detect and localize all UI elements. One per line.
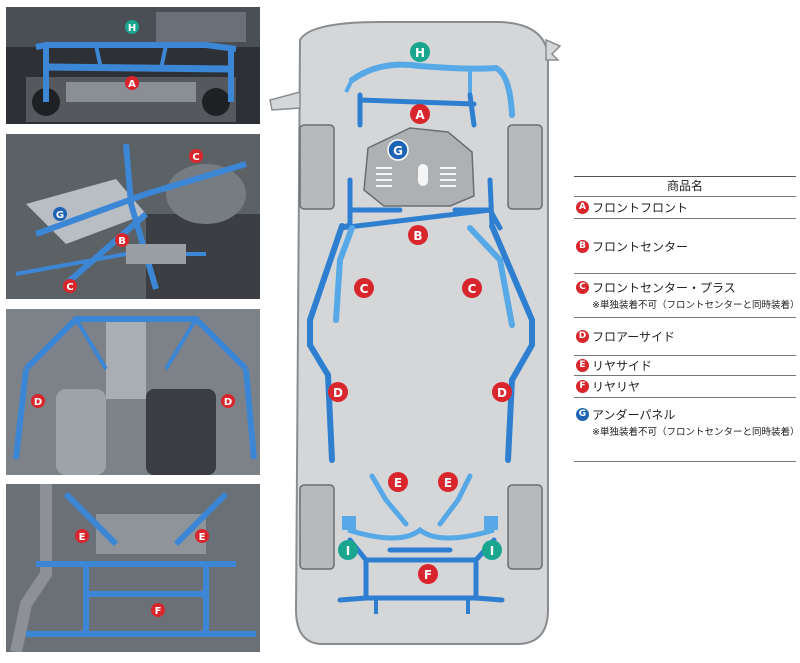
table-row: C フロントセンター・プラス ※単独装着不可（フロントセンターと同時装着）	[574, 274, 800, 318]
part-d-right	[489, 223, 535, 463]
diagram-label-c-left: C	[360, 282, 369, 296]
table-row: G アンダーパネル ※単独装着不可（フロントセンターと同時装着）	[574, 398, 800, 462]
diagram-badge-i-left: I	[338, 540, 358, 560]
diagram-badge-a: A	[410, 104, 430, 124]
diagram-label-h: H	[415, 46, 425, 60]
part-name: アンダーパネル	[592, 408, 676, 422]
diagram-label-d-left: D	[333, 386, 343, 400]
mirror-left-icon	[269, 91, 301, 111]
diagram-badge-g: G	[387, 139, 409, 161]
diagram-badge-e-left: E	[388, 472, 408, 492]
tire-rear-left	[299, 484, 335, 570]
diagram-badge-f: F	[418, 564, 438, 584]
part-letter-badge: G	[576, 408, 589, 421]
diagram-label-f: F	[424, 568, 432, 582]
part-c-left	[333, 225, 355, 323]
photo-label-a	[125, 76, 139, 90]
diagram-label-c-right: C	[468, 282, 477, 296]
part-letter-badge: B	[576, 239, 589, 253]
table-row: B フロントセンター	[574, 219, 796, 274]
diagram-badge-i-right: I	[482, 540, 502, 560]
photo-label-e2	[195, 529, 209, 543]
part-a-bar	[357, 92, 477, 128]
diagram-badge-h: H	[410, 42, 430, 62]
photo-rear: E E F	[6, 484, 260, 652]
photo-label-f	[151, 603, 165, 617]
photo-label-e2-text: E	[199, 532, 206, 543]
tire-rear-right	[507, 484, 543, 570]
table-row: E リヤサイド	[574, 356, 796, 376]
part-e-right	[437, 473, 473, 527]
mirror-right-icon	[545, 38, 562, 61]
part-f-bar	[337, 537, 505, 603]
photo-floor-side: D D	[6, 309, 260, 475]
part-note: ※単独装着不可（フロントセンターと同時装着）	[592, 427, 800, 438]
photo-label-b	[115, 233, 129, 247]
photo-label-e1	[75, 529, 89, 543]
part-letter-badge: C	[576, 281, 589, 294]
photo-label-g-text: G	[56, 210, 64, 221]
photo-label-h-text: H	[128, 23, 136, 34]
diagram-label-b: B	[413, 229, 422, 243]
table-row: F リヤリヤ	[574, 376, 796, 398]
diagram-badge-e-right: E	[438, 472, 458, 492]
part-e-left	[369, 473, 409, 527]
photo-label-c1	[189, 149, 203, 163]
photo-label-d1	[31, 394, 45, 408]
part-name: リヤサイド	[592, 359, 653, 373]
photo-label-h	[125, 20, 139, 34]
diagram-label-e-right: E	[444, 476, 452, 490]
part-name: フロントセンター	[592, 239, 689, 254]
photo-label-d2	[221, 394, 235, 408]
part-note: ※単独装着不可（フロントセンターと同時装着）	[592, 300, 800, 311]
photo-label-b-text: B	[118, 236, 126, 247]
part-d-left	[307, 223, 345, 463]
photo-label-c2-text: C	[66, 282, 73, 293]
diagram-badge-c-right: C	[462, 278, 482, 298]
part-letter-badge: F	[576, 380, 589, 393]
photo-label-d1-text: D	[34, 397, 42, 408]
part-name: フロントフロント	[592, 201, 689, 215]
photo-label-g	[53, 207, 67, 221]
bracket-rear-right	[484, 516, 498, 530]
part-name: フロアーサイド	[592, 330, 676, 344]
tire-front-right	[507, 124, 543, 210]
diagram-badge-c-left: C	[354, 278, 374, 298]
diagram-badge-d-left: D	[328, 382, 348, 402]
diagram-label-g: G	[393, 144, 403, 158]
car-underbody-diagram: H A G B C C D D	[268, 0, 570, 659]
photo-label-f-text: F	[155, 606, 162, 617]
table-header: 商品名	[574, 177, 796, 197]
part-name: リヤリヤ	[592, 380, 641, 394]
tire-front-left	[299, 124, 335, 210]
diagram-label-i-right: I	[490, 544, 494, 558]
photo-label-c2	[63, 279, 77, 293]
part-letter-badge: E	[576, 359, 589, 372]
part-letter-badge: A	[576, 201, 589, 214]
product-name-table: 商品名 A フロントフロント B フロントセンター C フロントセンター・プラス…	[574, 176, 800, 462]
part-name: フロントセンター・プラス	[592, 281, 736, 295]
photo-label-c1-text: C	[192, 152, 199, 163]
diagram-label-d-right: D	[497, 386, 507, 400]
part-h-bar	[349, 61, 515, 118]
part-letter-badge: D	[576, 330, 589, 343]
part-c-right	[467, 225, 515, 328]
diagram-label-a: A	[415, 108, 425, 122]
diagram-badge-b: B	[408, 225, 428, 245]
diagram-badge-d-right: D	[492, 382, 512, 402]
photo-label-a-text: A	[128, 79, 136, 90]
photo-label-e1-text: E	[79, 532, 86, 543]
bracket-rear-left	[342, 516, 356, 530]
photo-front-center: C G B C	[6, 134, 260, 299]
photo-front-front: H A	[6, 7, 260, 124]
diagram-label-e-left: E	[394, 476, 402, 490]
table-row: A フロントフロント	[574, 197, 796, 219]
table-row: D フロアーサイド	[574, 318, 796, 356]
photo-label-d2-text: D	[224, 397, 232, 408]
diagram-label-i-left: I	[346, 544, 350, 558]
